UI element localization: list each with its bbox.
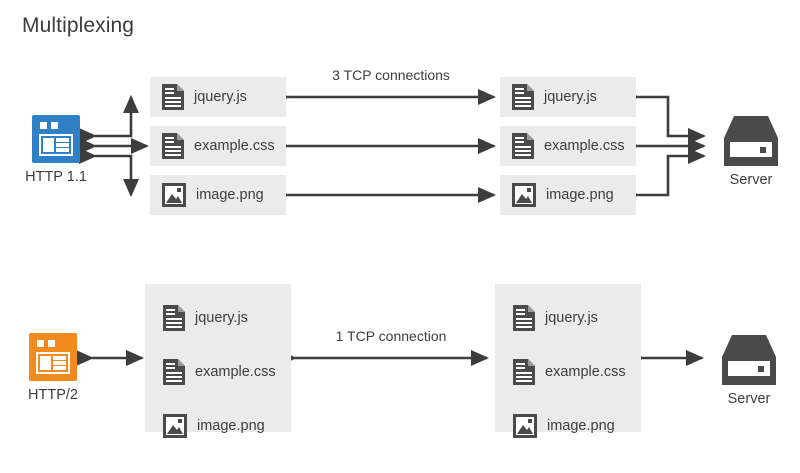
browser-pane-line — [53, 366, 66, 370]
resource-label: jquery.js — [195, 310, 248, 326]
resource-box-jquery-right[interactable]: jquery.js — [500, 77, 636, 117]
http11-connection-label: 3 TCP connections — [332, 67, 450, 83]
browser-titlebar-dot — [48, 340, 55, 347]
browser-icon — [29, 333, 77, 381]
resource-label: example.css — [195, 364, 276, 380]
resource-label: jquery.js — [194, 89, 247, 105]
browser-titlebar-dot — [51, 122, 58, 129]
resource-item[interactable]: jquery.js — [163, 298, 291, 338]
browser-pane-right — [53, 356, 66, 370]
resource-item[interactable]: image.png — [163, 406, 291, 446]
http11-server-arrows — [621, 88, 707, 204]
resource-box-css-right[interactable]: example.css — [500, 126, 636, 166]
resource-item[interactable]: image.png — [513, 406, 641, 446]
http11-middle-arrows — [271, 88, 497, 204]
document-icon — [163, 359, 185, 385]
document-icon — [512, 84, 534, 110]
http2-client-label: HTTP/2 — [28, 387, 78, 403]
browser-pane-line — [56, 148, 69, 152]
resource-label: jquery.js — [544, 89, 597, 105]
browser-pane-line — [56, 143, 69, 147]
resource-label: image.png — [197, 418, 265, 434]
http11-client[interactable]: HTTP 1.1 — [8, 115, 104, 185]
document-icon — [513, 359, 535, 385]
image-icon — [163, 414, 187, 438]
document-icon — [162, 84, 184, 110]
browser-pane-right — [56, 138, 69, 152]
browser-pane-line — [56, 138, 69, 142]
browser-pane-left — [43, 138, 55, 152]
browser-titlebar-dot — [37, 340, 44, 347]
http2-server[interactable]: Server — [701, 335, 797, 407]
resource-label: example.css — [544, 138, 625, 154]
http11-client-label: HTTP 1.1 — [25, 169, 87, 185]
document-icon — [163, 305, 185, 331]
resource-label: image.png — [547, 418, 615, 434]
browser-content-panes — [39, 134, 73, 156]
resource-item[interactable]: example.css — [163, 352, 291, 392]
http11-server-label: Server — [729, 172, 773, 188]
browser-titlebar-dot — [40, 122, 47, 129]
browser-pane-line — [53, 356, 66, 360]
document-icon — [512, 133, 534, 159]
http2-client[interactable]: HTTP/2 — [5, 333, 101, 403]
resource-item[interactable]: example.css — [513, 352, 641, 392]
browser-icon — [32, 115, 80, 163]
page-title: Multiplexing — [22, 14, 135, 37]
browser-pane-line — [53, 361, 66, 365]
resource-label: jquery.js — [545, 310, 598, 326]
resource-box-image-left[interactable]: image.png — [150, 175, 286, 215]
image-icon — [162, 183, 186, 207]
resource-box-image-right[interactable]: image.png — [500, 175, 636, 215]
resource-label: image.png — [196, 187, 264, 203]
browser-content-panes — [36, 352, 70, 374]
resource-box-css-left[interactable]: example.css — [150, 126, 286, 166]
image-icon — [512, 183, 536, 207]
http11-server[interactable]: Server — [703, 116, 799, 188]
browser-pane-left — [40, 356, 52, 370]
resource-label: example.css — [545, 364, 626, 380]
resource-label: example.css — [194, 138, 275, 154]
resource-box-jquery-left[interactable]: jquery.js — [150, 77, 286, 117]
resource-label: image.png — [546, 187, 614, 203]
server-icon — [724, 116, 778, 166]
document-icon — [513, 305, 535, 331]
http2-connection-label: 1 TCP connection — [335, 328, 447, 344]
document-icon — [162, 133, 184, 159]
image-icon — [513, 414, 537, 438]
resource-group-left[interactable]: jquery.js example.css image.png — [145, 284, 291, 438]
http2-server-label: Server — [727, 391, 771, 407]
server-icon — [722, 335, 776, 385]
resource-group-right[interactable]: jquery.js example.css image.png — [495, 284, 641, 438]
resource-item[interactable]: jquery.js — [513, 298, 641, 338]
